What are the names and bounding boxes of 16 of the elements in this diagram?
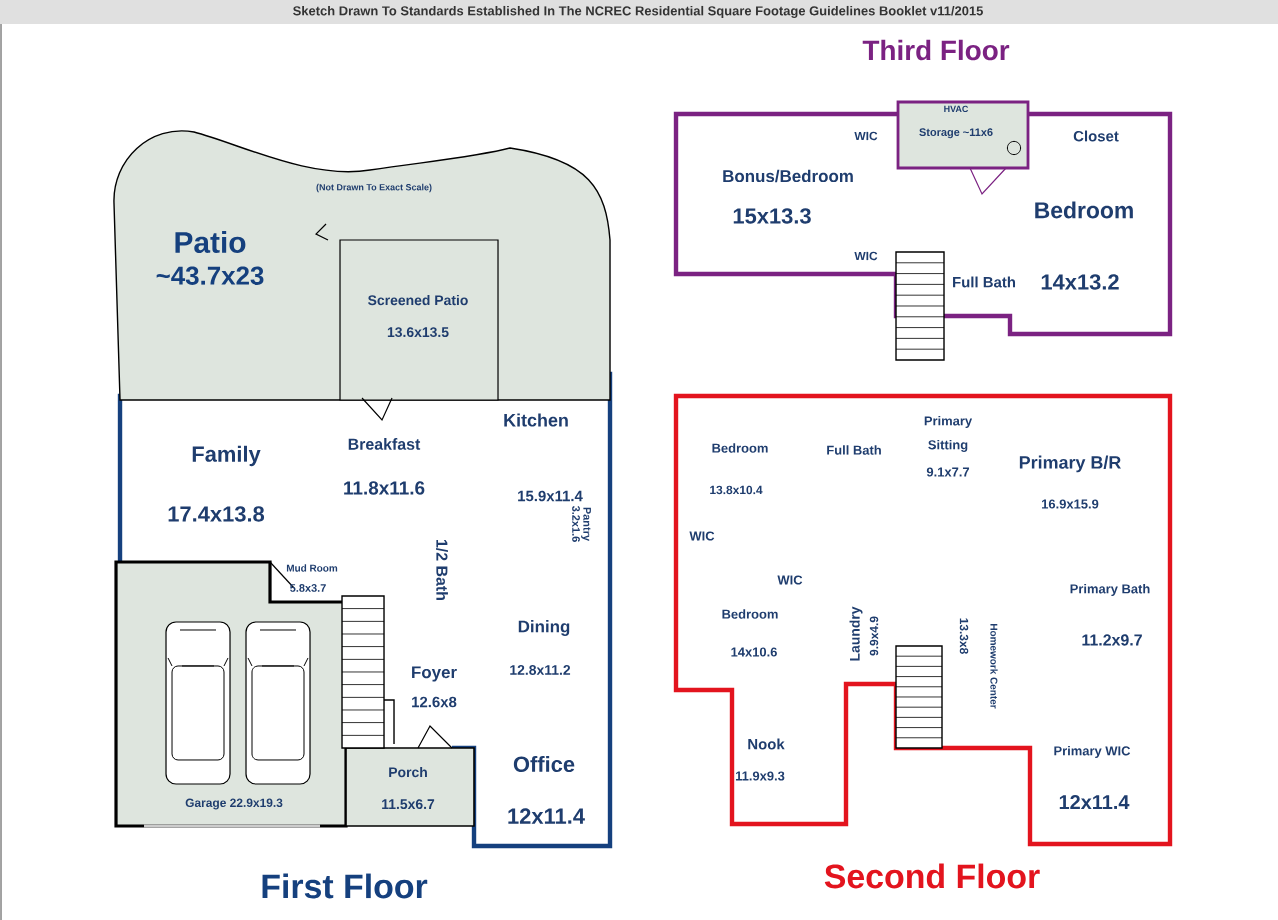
node-label: Second Floor xyxy=(824,863,1040,889)
room-label: Bedroom xyxy=(1035,201,1133,219)
room-dimensions: 11.8x11.6 xyxy=(344,481,425,495)
node-label: Third Floor xyxy=(862,39,1010,61)
room-label: Primary B/R xyxy=(1019,455,1121,473)
room-label: Dining xyxy=(518,620,570,636)
room-dimensions: 14x13.2 xyxy=(1041,274,1119,290)
room-label: Family xyxy=(192,445,261,467)
room-label: Office xyxy=(513,755,575,773)
room-label: Bonus/Bedroom xyxy=(723,169,853,183)
room-dimensions: 12x11.4 xyxy=(1059,795,1130,809)
room-label: Kitchen xyxy=(504,413,568,427)
room-dimensions: 12x11.4 xyxy=(508,808,585,824)
room-dimensions: 15x13.3 xyxy=(733,208,811,224)
room-dimensions: 17.4x13.8 xyxy=(168,506,265,522)
room-label: Foyer xyxy=(412,666,457,682)
